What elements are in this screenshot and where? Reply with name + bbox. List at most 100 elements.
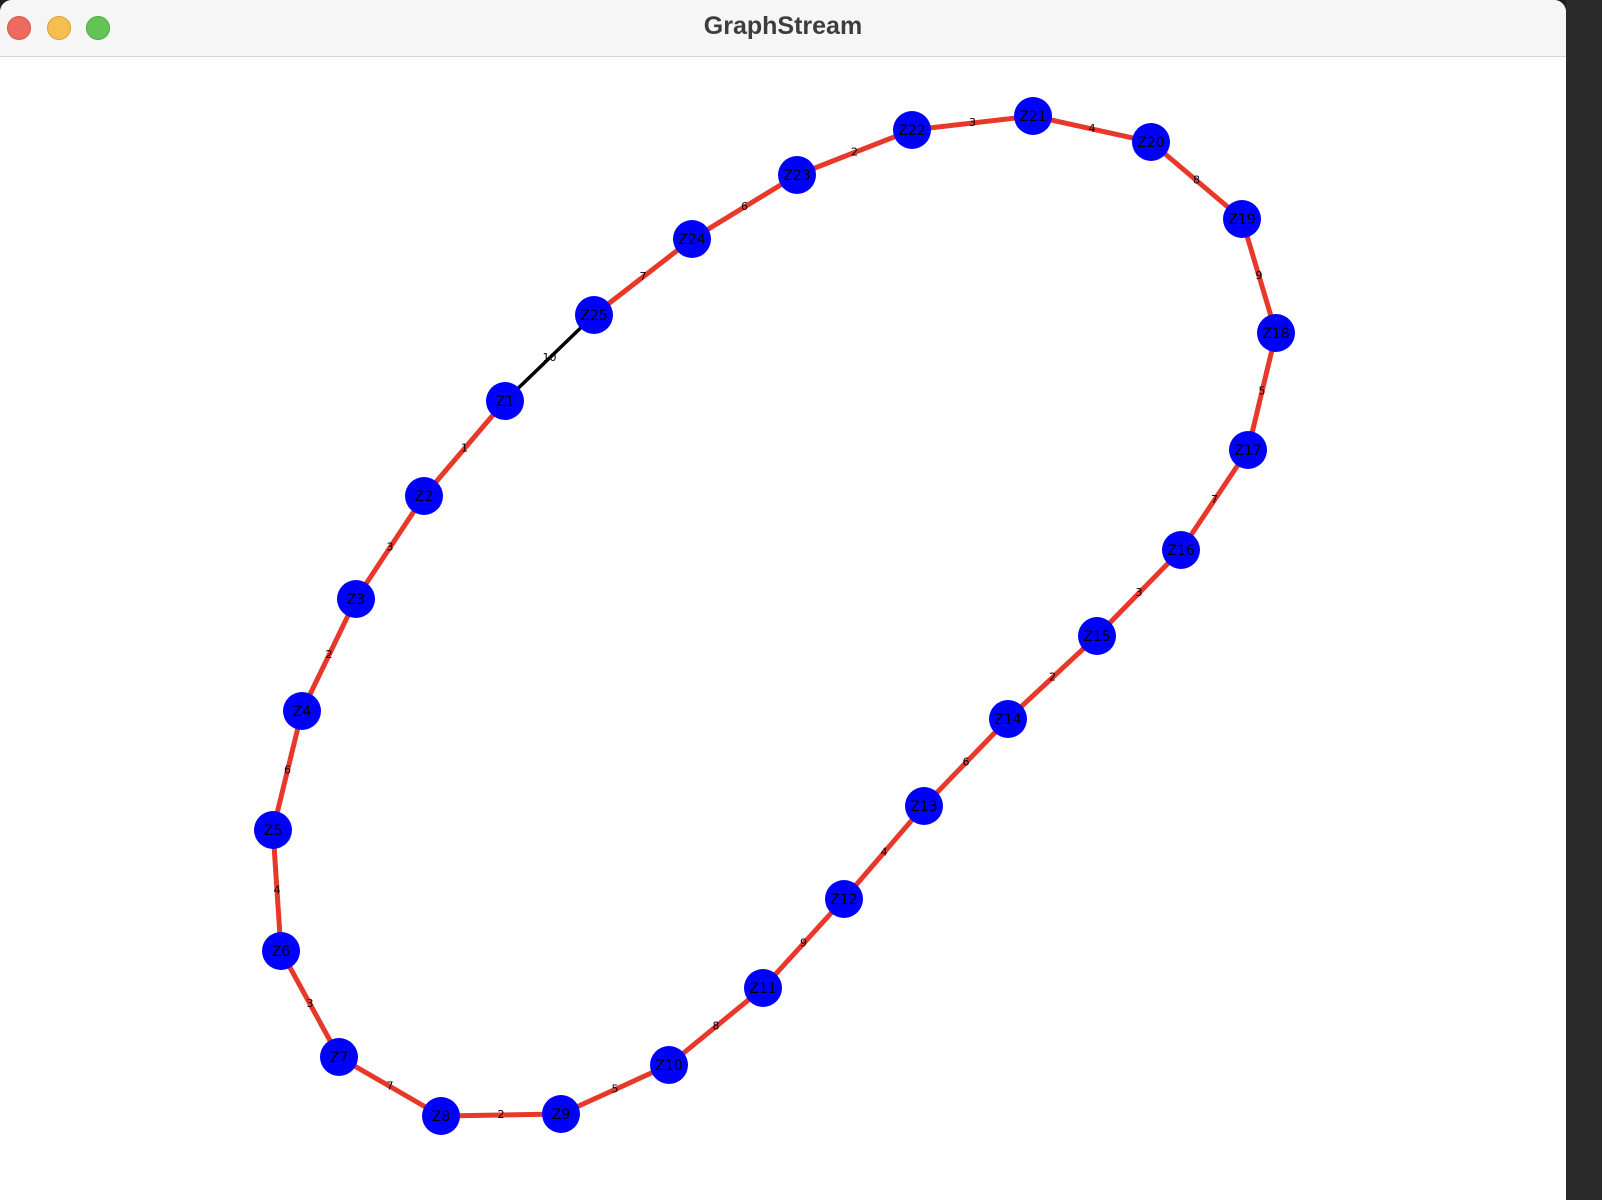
node-circle[interactable] (905, 787, 943, 825)
node-z21[interactable]: Z21 (1014, 97, 1052, 135)
node-z8[interactable]: Z8 (422, 1097, 460, 1135)
edge-weight-label: 10 (543, 351, 557, 364)
edge-z23-z24 (689, 172, 800, 242)
edge-weight-label: 4 (1089, 122, 1096, 135)
node-label: Z19 (1228, 212, 1255, 228)
node-label: Z4 (293, 704, 312, 720)
node-z5[interactable]: Z5 (254, 811, 292, 849)
node-label: Z7 (330, 1050, 349, 1066)
edge-z6-z7 (278, 948, 342, 1060)
edge-z22-z23 (794, 127, 915, 178)
node-circle[interactable] (778, 156, 816, 194)
edge-weight-label: 5 (612, 1083, 619, 1096)
node-circle[interactable] (1014, 97, 1052, 135)
edge-weight-label: 9 (800, 937, 807, 950)
edge-weight-label: 4 (881, 846, 888, 859)
edge-z1-z2 (421, 398, 508, 499)
node-z12[interactable]: Z12 (825, 880, 863, 918)
node-circle[interactable] (1223, 200, 1261, 238)
node-z17[interactable]: Z17 (1229, 431, 1267, 469)
title-bar[interactable]: GraphStream (0, 0, 1566, 57)
node-z1[interactable]: Z1 (486, 382, 524, 420)
node-circle[interactable] (262, 932, 300, 970)
node-z25[interactable]: Z25 (575, 296, 613, 334)
node-circle[interactable] (283, 692, 321, 730)
node-circle[interactable] (893, 111, 931, 149)
node-label: Z18 (1262, 326, 1289, 342)
edge-weight-label: 2 (1049, 671, 1056, 684)
node-z11[interactable]: Z11 (744, 969, 782, 1007)
node-circle[interactable] (486, 382, 524, 420)
node-z20[interactable]: Z20 (1132, 123, 1170, 161)
node-circle[interactable] (575, 296, 613, 334)
node-z18[interactable]: Z18 (1257, 314, 1295, 352)
node-circle[interactable] (650, 1046, 688, 1084)
node-z24[interactable]: Z24 (673, 220, 711, 258)
edge-weight-label: 3 (1136, 586, 1143, 599)
node-z3[interactable]: Z3 (337, 580, 375, 618)
node-label: Z17 (1234, 443, 1261, 459)
node-z13[interactable]: Z13 (905, 787, 943, 825)
node-z22[interactable]: Z22 (893, 111, 931, 149)
node-circle[interactable] (422, 1097, 460, 1135)
maximize-button[interactable] (86, 16, 110, 40)
node-circle[interactable] (825, 880, 863, 918)
node-z9[interactable]: Z9 (542, 1095, 580, 1133)
edge-weight-label: 2 (851, 146, 858, 159)
edge-z18-z19 (1239, 216, 1279, 336)
node-circle[interactable] (1229, 431, 1267, 469)
node-label: Z22 (898, 123, 925, 139)
node-label: Z20 (1137, 135, 1164, 151)
edge-z5-z6 (270, 827, 284, 954)
node-circle[interactable] (405, 477, 443, 515)
node-z23[interactable]: Z23 (778, 156, 816, 194)
node-label: Z10 (655, 1058, 682, 1074)
edge-z24-z25 (591, 236, 695, 318)
node-z14[interactable]: Z14 (989, 700, 1027, 738)
edge-z13-z14 (921, 716, 1011, 809)
edge-z25-z1 (503, 313, 596, 403)
edge-z15-z16 (1094, 547, 1184, 639)
edge-weight-label: 7 (640, 270, 647, 283)
node-circle[interactable] (673, 220, 711, 258)
node-circle[interactable] (989, 700, 1027, 738)
node-label: Z11 (749, 981, 776, 997)
node-circle[interactable] (1078, 617, 1116, 655)
edge-weight-label: 4 (274, 884, 281, 897)
edge-weight-label: 9 (1256, 269, 1263, 282)
node-circle[interactable] (1132, 123, 1170, 161)
edge-z4-z5 (270, 708, 305, 833)
node-label: Z9 (552, 1107, 571, 1123)
edge-z16-z17 (1178, 447, 1251, 553)
node-label: Z13 (910, 799, 937, 815)
close-button[interactable] (7, 16, 31, 40)
minimize-button[interactable] (47, 16, 71, 40)
node-z16[interactable]: Z16 (1162, 531, 1200, 569)
node-label: Z5 (264, 823, 283, 839)
node-z19[interactable]: Z19 (1223, 200, 1261, 238)
node-z4[interactable]: Z4 (283, 692, 321, 730)
node-circle[interactable] (1162, 531, 1200, 569)
node-circle[interactable] (1257, 314, 1295, 352)
node-circle[interactable] (337, 580, 375, 618)
edge-weight-label: 2 (326, 648, 333, 661)
node-circle[interactable] (320, 1038, 358, 1076)
node-z2[interactable]: Z2 (405, 477, 443, 515)
node-z10[interactable]: Z10 (650, 1046, 688, 1084)
node-circle[interactable] (542, 1095, 580, 1133)
edge-weight-label: 6 (963, 756, 970, 769)
edge-weight-label: 3 (387, 541, 394, 554)
node-z7[interactable]: Z7 (320, 1038, 358, 1076)
node-z6[interactable]: Z6 (262, 932, 300, 970)
edge-weight-label: 5 (1259, 385, 1266, 398)
node-z15[interactable]: Z15 (1078, 617, 1116, 655)
node-label: Z3 (347, 592, 366, 608)
window-title: GraphStream (703, 12, 863, 40)
edge-z10-z11 (666, 985, 766, 1068)
node-circle[interactable] (744, 969, 782, 1007)
node-circle[interactable] (254, 811, 292, 849)
node-label: Z15 (1083, 629, 1110, 645)
edge-z8-z9 (438, 1111, 564, 1119)
